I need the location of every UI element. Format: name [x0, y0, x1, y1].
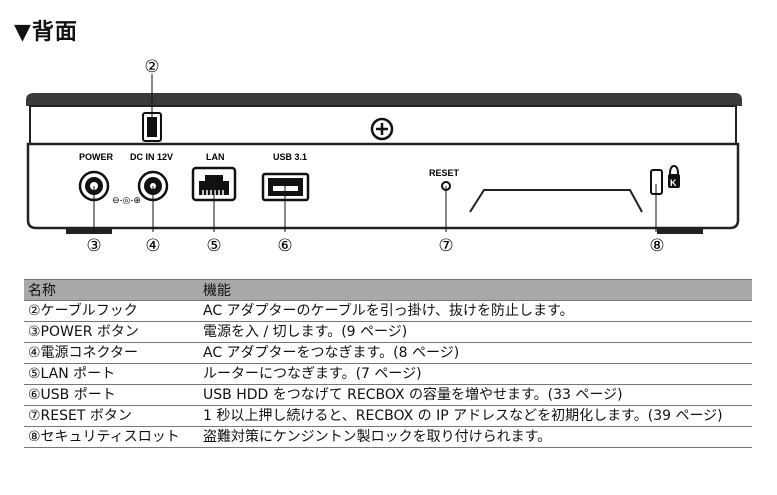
device-rear-diagram: POWER DC IN 12V LAN USB 3.1 RESET ⊖-◎-⊕ … — [26, 57, 742, 255]
lan-port-icon — [191, 166, 237, 202]
table-row: ②ケーブルフック AC アダプターのケーブルを引っ掛け、抜けを防止します。 — [24, 300, 752, 322]
row-desc: AC アダプターをつなぎます。(8 ページ) — [199, 342, 752, 364]
callout-5: ⑤ — [206, 236, 221, 255]
table-row: ④電源コネクター AC アダプターをつなぎます。(8 ページ) — [24, 342, 752, 364]
usb-port-label: USB 3.1 — [273, 152, 307, 162]
spec-table: 名称 機能 ②ケーブルフック AC アダプターのケーブルを引っ掛け、抜けを防止し… — [24, 279, 752, 448]
callout-8: ⑧ — [649, 236, 664, 255]
header-function: 機能 — [199, 279, 752, 301]
row-name: ⑤LAN ポート — [24, 363, 199, 385]
table-row: ⑧セキュリティスロット 盗難対策にケンジントン製ロックを取り付けられます。 — [24, 426, 752, 448]
row-desc: 1 秒以上押し続けると、RECBOX の IP アドレスなどを初期化します。(3… — [199, 405, 752, 427]
callout-6: ⑥ — [277, 236, 292, 255]
dc-polarity-icon: ⊖-◎-⊕ — [112, 195, 141, 205]
callout-3: ③ — [86, 236, 101, 255]
callout-4: ④ — [145, 236, 160, 255]
lan-port-label: LAN — [206, 152, 225, 162]
dc-in-port-label: DC IN 12V — [130, 152, 173, 162]
table-row: ⑥USB ポート USB HDD をつなげて RECBOX の容量を増やせます。… — [24, 384, 752, 406]
row-desc: 盗難対策にケンジントン製ロックを取り付けられます。 — [199, 426, 752, 448]
table-header-row: 名称 機能 — [24, 279, 752, 301]
screw-icon — [370, 117, 394, 141]
power-port-label: POWER — [79, 152, 114, 162]
security-slot-icon: K — [650, 164, 680, 195]
row-desc: ルーターにつなぎます。(7 ページ) — [199, 363, 752, 385]
reset-label: RESET — [429, 168, 460, 178]
row-desc: AC アダプターのケーブルを引っ掛け、抜けを防止します。 — [199, 300, 752, 322]
section-heading: ▼背面 — [14, 20, 78, 45]
callout-7: ⑦ — [438, 236, 453, 255]
table-row: ⑤LAN ポート ルーターにつなぎます。(7 ページ) — [24, 363, 752, 385]
row-name: ⑦RESET ボタン — [24, 405, 199, 427]
row-name: ③POWER ボタン — [24, 321, 199, 343]
row-name: ⑧セキュリティスロット — [24, 426, 199, 448]
table-row: ⑦RESET ボタン 1 秒以上押し続けると、RECBOX の IP アドレスな… — [24, 405, 752, 427]
row-name: ②ケーブルフック — [24, 300, 199, 322]
row-name: ④電源コネクター — [24, 342, 199, 364]
table-row: ③POWER ボタン 電源を入 / 切します。(9 ページ) — [24, 321, 752, 343]
callout-2: ② — [144, 57, 159, 76]
svg-text:K: K — [670, 178, 677, 188]
row-desc: 電源を入 / 切します。(9 ページ) — [199, 321, 752, 343]
row-desc: USB HDD をつなげて RECBOX の容量を増やせます。(33 ページ) — [199, 384, 752, 406]
header-name: 名称 — [24, 279, 199, 301]
row-name: ⑥USB ポート — [24, 384, 199, 406]
